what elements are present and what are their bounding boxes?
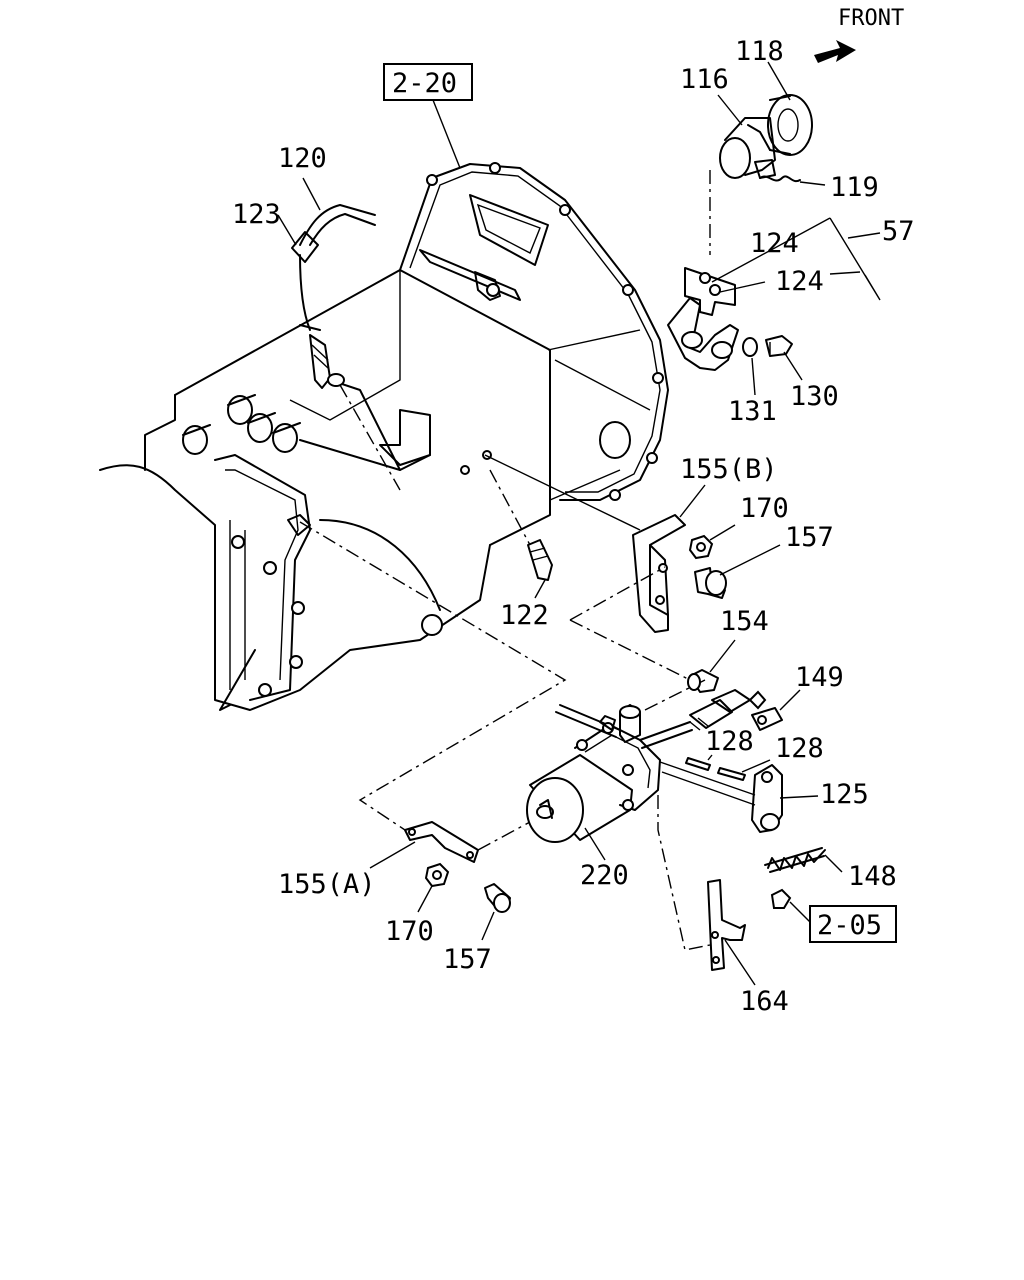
flange-sensor	[474, 271, 501, 301]
ref-box-2-05: 2-05	[770, 888, 897, 943]
bleed-screw-122: 122	[489, 469, 553, 631]
bracket-164: 164	[707, 879, 789, 1017]
hose-fitting	[309, 334, 401, 491]
callout-148: 148	[848, 861, 897, 892]
clevis-149: 149	[639, 662, 844, 749]
callout-124b: 124	[775, 266, 824, 297]
callout-128b: 128	[775, 733, 824, 764]
front-arrow-icon	[814, 40, 856, 63]
callout-124a: 124	[750, 228, 799, 259]
callout-57: 57	[882, 216, 915, 247]
ref-box-top-label: 2-20	[392, 68, 457, 99]
callout-154: 154	[720, 606, 769, 637]
callout-128a: 128	[705, 726, 754, 757]
callout-149: 149	[795, 662, 844, 693]
callout-164: 164	[740, 986, 789, 1017]
callout-157a: 157	[785, 522, 834, 553]
callout-220: 220	[580, 860, 629, 891]
callout-116: 116	[680, 64, 729, 95]
release-fork-57: 124 124 57 131 130	[667, 216, 915, 427]
ref-box-bottom-label: 2-05	[817, 910, 882, 941]
callout-170a: 170	[740, 493, 789, 524]
callout-120: 120	[278, 143, 327, 174]
callout-155a: 155(A)	[278, 869, 376, 900]
callout-131: 131	[728, 396, 777, 427]
ref-box-2-20: 2-20	[383, 63, 473, 169]
callout-125: 125	[820, 779, 869, 810]
bracket-155b: 155(B) 170 157	[484, 454, 834, 633]
callout-119: 119	[830, 172, 879, 203]
clutch-housing	[99, 162, 669, 711]
bracket-155a: 155(A) 170 157	[278, 821, 511, 975]
callout-123: 123	[232, 199, 281, 230]
spring-148: 148	[764, 847, 897, 892]
callout-122: 122	[500, 600, 549, 631]
front-indicator: FRONT	[814, 6, 904, 63]
callout-118: 118	[735, 36, 784, 67]
pin-154: 154	[687, 606, 769, 693]
callout-170b: 170	[385, 916, 434, 947]
callout-157b: 157	[443, 944, 492, 975]
lever-125: 125	[659, 761, 869, 833]
callout-130: 130	[790, 381, 839, 412]
hose-120: 120 123	[232, 143, 376, 331]
front-label: FRONT	[838, 6, 904, 31]
clutch-booster-220: 220	[526, 704, 661, 891]
pins-128: 128 128	[685, 726, 824, 781]
callout-155b: 155(B)	[680, 454, 778, 485]
release-bearing: 118 116 119	[680, 36, 879, 255]
